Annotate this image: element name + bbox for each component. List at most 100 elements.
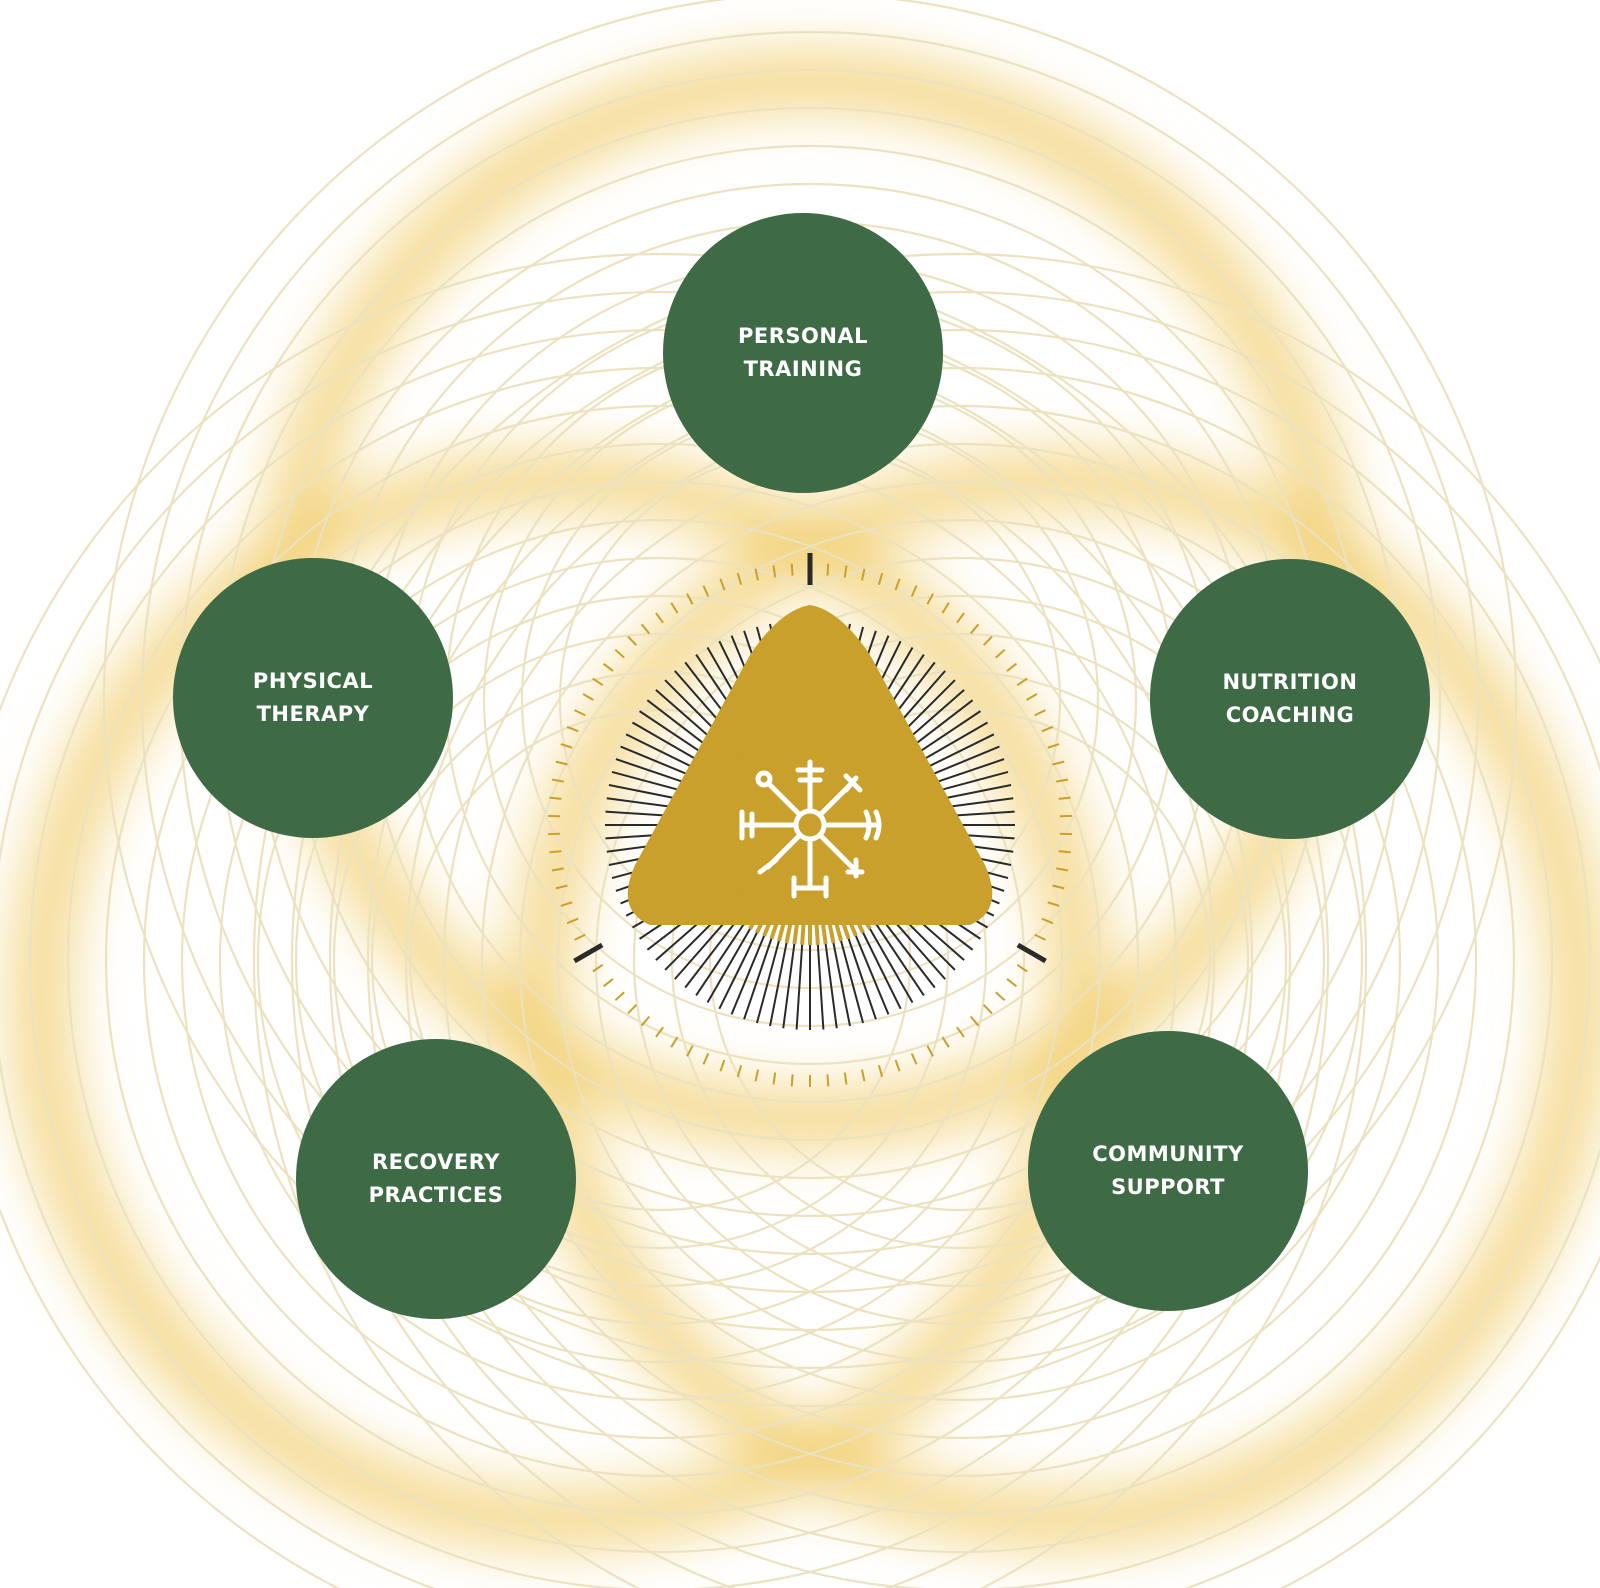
- gold-ray: [853, 744, 902, 787]
- tick-mark: [670, 602, 679, 614]
- dark-ray: [854, 935, 890, 1015]
- tick-mark: [877, 572, 884, 585]
- gold-ray: [844, 871, 885, 922]
- ring-line: [670, 670, 1250, 1250]
- node-nutrition-coaching: NUTRITION COACHING: [1150, 559, 1430, 839]
- gold-ray: [800, 884, 809, 945]
- dark-ray: [684, 919, 738, 989]
- gold-ray: [841, 724, 879, 777]
- ring-line: [366, 366, 1554, 1554]
- tick-mark: [719, 1059, 726, 1072]
- ring-line: [370, 670, 950, 1250]
- tick-mark: [655, 1026, 664, 1038]
- tick-mark: [894, 1059, 901, 1072]
- tick-mark: [969, 1015, 980, 1027]
- tick-mark: [843, 1072, 848, 1085]
- tick-mark: [736, 572, 743, 585]
- tick-mark: [1058, 850, 1071, 854]
- outer-tick-ring: [548, 553, 1072, 1087]
- tick-mark: [1016, 677, 1028, 687]
- tick-mark: [574, 933, 586, 941]
- gold-ray: [868, 799, 929, 816]
- gold-ray: [748, 720, 782, 775]
- tick-mark: [1052, 760, 1065, 766]
- gold-ray: [735, 871, 776, 922]
- tick-mark: [926, 593, 934, 605]
- gold-ray: [718, 863, 767, 906]
- tick-mark: [719, 578, 726, 591]
- ring-line: [291, 291, 1600, 1588]
- tick-mark: [702, 585, 710, 598]
- gold-ray: [858, 756, 911, 794]
- gold-ray: [800, 705, 809, 766]
- gold-ray: [748, 875, 782, 930]
- ring-line: [140, 30, 1480, 1370]
- ring-line: [442, 442, 1478, 1478]
- gold-ray: [741, 724, 779, 777]
- dark-ray: [718, 932, 758, 1010]
- ring-line: [29, 329, 1291, 1588]
- gold-ray: [868, 834, 929, 851]
- tick-mark: [843, 565, 848, 578]
- tick-mark: [614, 991, 625, 1002]
- ring-line: [404, 404, 1516, 1516]
- gold-ray: [762, 713, 789, 771]
- tick-mark: [592, 963, 604, 973]
- ring-line: [218, 518, 1102, 1402]
- dark-ray: [840, 940, 865, 1024]
- dark-ray: [743, 938, 773, 1020]
- gold-ray: [811, 884, 820, 945]
- gold-ray: [705, 763, 760, 797]
- tick-mark: [551, 778, 564, 783]
- tick-mark: [1056, 867, 1069, 872]
- tick-mark: [910, 585, 918, 598]
- tick-mark: [1047, 901, 1060, 907]
- tick-mark: [555, 760, 568, 766]
- ring-line: [180, 480, 1140, 1440]
- tick-mark: [982, 1004, 993, 1015]
- gold-ray: [860, 853, 915, 887]
- gold-ray: [723, 866, 769, 912]
- tick-mark: [995, 648, 1006, 659]
- tick-mark: [1034, 709, 1046, 717]
- gold-ray: [698, 777, 756, 804]
- tick-mark: [582, 693, 594, 701]
- tick-mark: [1052, 884, 1065, 890]
- dark-ray: [795, 944, 804, 1030]
- gold-ray: [823, 708, 843, 768]
- ring-line: [0, 291, 1329, 1588]
- tick-mark: [555, 884, 568, 890]
- dark-ray: [824, 943, 838, 1029]
- tick-mark: [736, 1065, 743, 1078]
- tick-mark: [627, 635, 638, 646]
- ring-line: [332, 632, 988, 1288]
- gold-ray: [838, 875, 872, 930]
- gold-ray: [792, 884, 805, 945]
- tick-mark: [549, 850, 562, 854]
- gold-ray: [701, 849, 758, 880]
- tick-mark: [910, 1052, 918, 1065]
- node-recovery-practices: RECOVERY PRACTICES: [296, 1039, 576, 1319]
- tick-mark: [1006, 662, 1018, 672]
- node-personal-training: PERSONAL TRAINING: [663, 213, 943, 493]
- gold-ray: [834, 716, 865, 773]
- tick-mark: [655, 612, 664, 624]
- gold-ray: [784, 706, 801, 767]
- tick-mark: [941, 1036, 950, 1048]
- tick-mark: [860, 1069, 866, 1082]
- tick-mark: [894, 578, 901, 591]
- ring-line: [556, 556, 1364, 1364]
- tick-mark: [826, 563, 830, 576]
- gold-ray: [864, 846, 922, 873]
- tick-mark: [566, 917, 579, 925]
- tick-mark: [995, 991, 1006, 1002]
- tick-mark: [640, 1015, 651, 1027]
- dark-ray: [706, 928, 751, 1004]
- gold-ray: [741, 873, 779, 926]
- gold-ray: [867, 792, 927, 812]
- ring-line: [480, 480, 1440, 1440]
- dark-ray: [869, 928, 914, 1004]
- gold-ray: [831, 713, 858, 771]
- gold-ray: [695, 842, 754, 866]
